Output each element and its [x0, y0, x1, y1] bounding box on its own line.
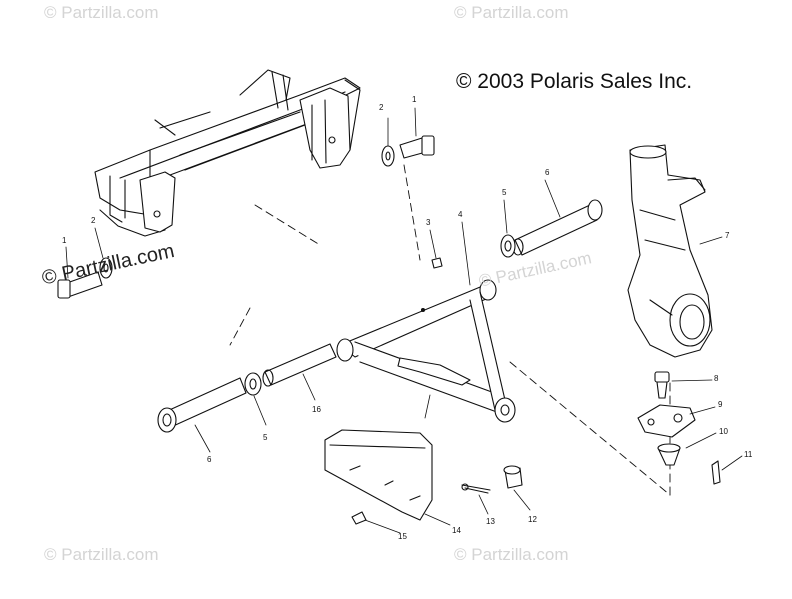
callout-2-lower: 2 [91, 216, 96, 225]
a-arm-guard [324, 429, 433, 521]
callout-13: 13 [486, 517, 495, 526]
a-arm [336, 279, 516, 423]
callout-2-upper: 2 [379, 103, 384, 112]
washer-lower [99, 257, 113, 279]
callout-10: 10 [719, 427, 728, 436]
callout-7: 7 [725, 231, 730, 240]
callout-4: 4 [458, 210, 463, 219]
bolt-lower [57, 271, 103, 299]
frame-section [94, 69, 361, 237]
watermark-bottom-right: © Partzilla.com [454, 545, 569, 564]
ball-joint-stud [654, 371, 670, 399]
washer-upper [381, 145, 395, 167]
callout-1-lower: 1 [62, 236, 67, 245]
leader-lines [65, 107, 743, 534]
pivot-tube-upper [512, 199, 603, 256]
watermark-top-right: © Partzilla.com [454, 3, 569, 22]
callout-6-lower: 6 [207, 455, 212, 464]
callout-11: 11 [744, 450, 753, 459]
callout-16: 16 [312, 405, 321, 414]
spindle [627, 144, 713, 358]
screw-right [711, 460, 721, 485]
callout-5-lower: 5 [263, 433, 268, 442]
ball-joint-plate [637, 404, 696, 438]
callout-12: 12 [528, 515, 537, 524]
callout-14: 14 [452, 526, 461, 535]
callout-9: 9 [718, 400, 723, 409]
sleeve [262, 343, 337, 387]
callout-3: 3 [426, 218, 431, 227]
pivot-tube-lower [157, 377, 247, 433]
watermark-bottom-left: © Partzilla.com [44, 545, 159, 564]
cotter-pin [461, 483, 491, 494]
alignment-lines [229, 164, 671, 496]
callout-6-upper: 6 [545, 168, 550, 177]
spacer-upper [500, 234, 516, 258]
callout-1-upper: 1 [412, 95, 417, 104]
callout-15: 15 [398, 532, 407, 541]
watermark-top-left: © Partzilla.com [44, 3, 159, 22]
dust-boot [657, 443, 681, 466]
bolt-upper [399, 135, 435, 159]
grease-fitting [431, 257, 443, 269]
screw-bottom [351, 511, 367, 525]
castle-nut [503, 465, 523, 489]
callout-8: 8 [714, 374, 719, 383]
spacer-lower [244, 372, 262, 396]
copyright-notice: © 2003 Polaris Sales Inc. [456, 70, 693, 93]
callout-5-upper: 5 [502, 188, 507, 197]
